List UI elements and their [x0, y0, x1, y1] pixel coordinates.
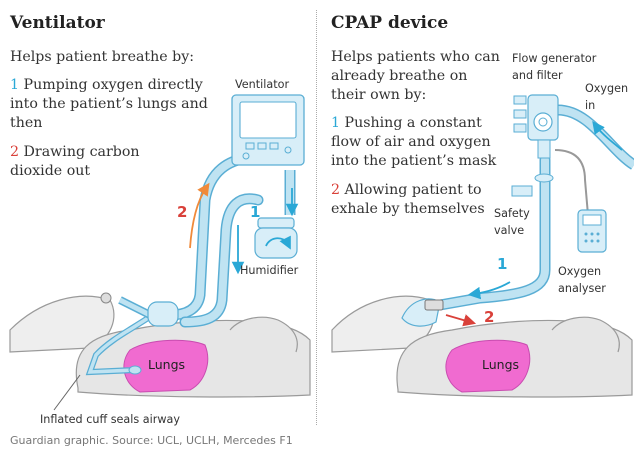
- flow-generator-label: Flow generator and filter: [512, 52, 597, 82]
- humidifier-device: [254, 217, 298, 259]
- left-patient-figure: [9, 295, 311, 398]
- right-lungs-label: Lungs: [482, 357, 520, 372]
- source-credit: Guardian graphic. Source: UCL, UCLH, Mer…: [10, 434, 293, 447]
- right-step-1: 1 Pushing a constant flow of air and oxy…: [331, 114, 501, 171]
- ventilator-device: [231, 94, 305, 166]
- right-step-2-text: Allowing patient to exhale by themselves: [331, 182, 485, 217]
- panel-divider: [316, 10, 317, 425]
- left-step-2-text: Drawing carbon dioxide out: [10, 144, 140, 179]
- left-step-1-number: 1: [10, 77, 20, 93]
- right-arrow-1-label: 1: [497, 255, 508, 273]
- oxygen-analyser-label: Oxygen analyser: [558, 265, 606, 295]
- left-lungs-label: Lungs: [148, 357, 186, 372]
- right-step-2: 2 Allowing patient to exhale by themselv…: [331, 181, 501, 219]
- right-arrow-2-label: 2: [484, 308, 495, 326]
- right-patient-figure: [331, 295, 633, 398]
- cuff-label: Inflated cuff seals airway: [40, 413, 180, 426]
- oxygen-in-label: Oxygen in: [585, 82, 629, 112]
- left-tubing: [85, 152, 296, 376]
- left-step-2-number: 2: [10, 144, 20, 160]
- right-step-1-text: Pushing a constant flow of air and oxyge…: [331, 115, 497, 169]
- right-step-2-number: 2: [331, 182, 341, 198]
- left-intro: Helps patient breathe by:: [10, 49, 195, 65]
- left-arrow-2-label: 2: [177, 203, 188, 221]
- oxygen-analyser-device: [577, 209, 607, 253]
- safety-valve-label: Safety valve: [494, 207, 530, 237]
- left-step-1: 1 Pumping oxygen directly into the patie…: [10, 76, 210, 133]
- left-arrow-1-label: 1: [250, 203, 261, 221]
- flow-generator-device: [511, 94, 559, 197]
- ventilator-label: Ventilator: [235, 78, 290, 91]
- left-panel-title: Ventilator: [10, 13, 105, 33]
- right-step-1-number: 1: [331, 115, 341, 131]
- left-step-1-text: Pumping oxygen directly into the patient…: [10, 77, 208, 131]
- left-step-2: 2 Drawing carbon dioxide out: [10, 143, 180, 181]
- humidifier-label: Humidifier: [240, 264, 299, 277]
- right-panel-title: CPAP device: [331, 13, 449, 33]
- right-intro: Helps patients who can already breathe o…: [331, 49, 500, 103]
